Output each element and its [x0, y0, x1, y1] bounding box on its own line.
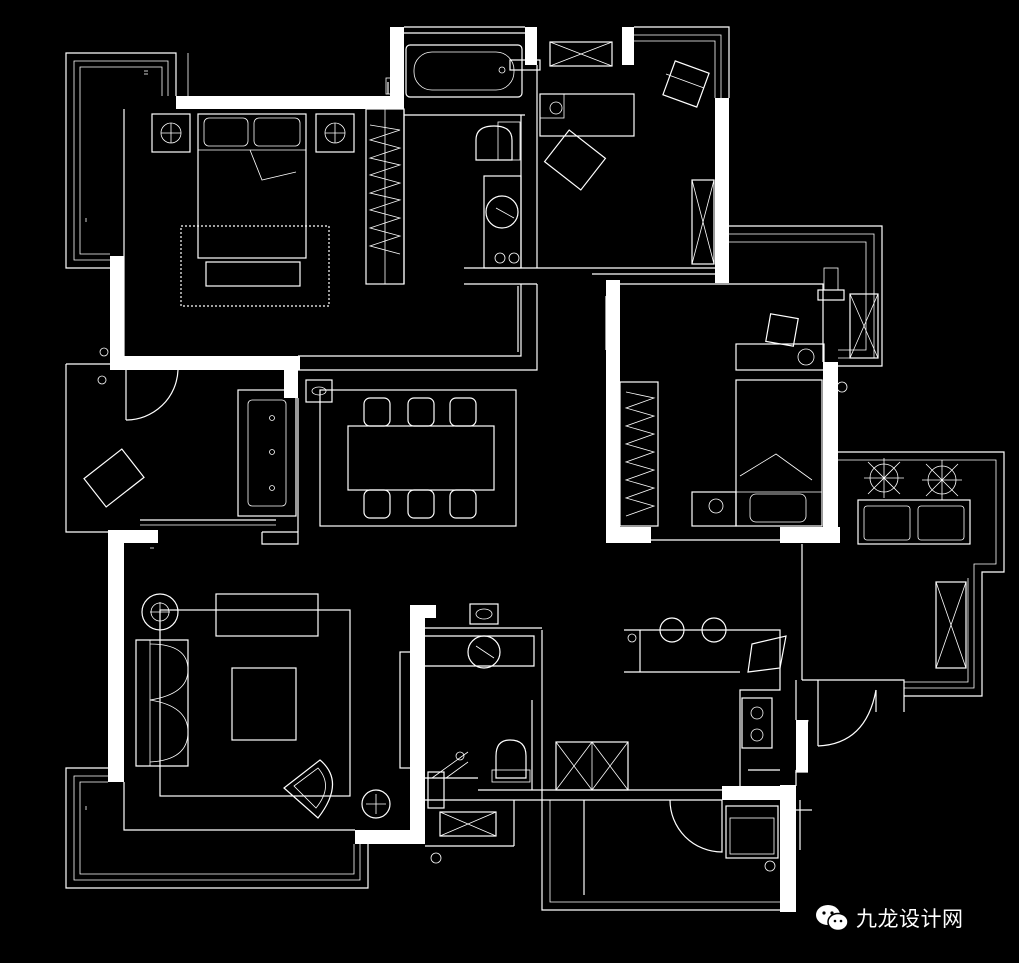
cabinet: [691, 179, 715, 265]
dining-room: [83, 347, 517, 527]
dining-rug: [319, 389, 517, 527]
washing-machine: [725, 805, 779, 859]
wechat-icon: [816, 905, 849, 932]
sink-2: [467, 635, 501, 669]
bedroom-2: [619, 267, 879, 527]
entry-door-swing: [817, 689, 877, 747]
plant-icon: [864, 458, 904, 498]
study-chair: [543, 129, 607, 191]
side-lamp: [361, 789, 391, 819]
entry: [795, 381, 877, 850]
outer-outlines: [65, 26, 1005, 911]
bay-area: [857, 458, 971, 669]
coffee-table: [231, 667, 297, 741]
bathroom-2: [427, 603, 531, 864]
kitchen: [555, 617, 787, 872]
watermark-text: 九龙设计网: [856, 907, 964, 931]
study-room: [539, 41, 715, 265]
toilet-2: [495, 739, 527, 779]
washer: [439, 811, 497, 837]
sofa: [135, 639, 189, 767]
wardrobe-b2: [619, 381, 659, 527]
master-bedroom: [151, 113, 355, 307]
living-room: [135, 593, 413, 819]
walls: [108, 27, 840, 912]
sideboard: [237, 389, 297, 517]
bench: [205, 261, 301, 287]
kitchen-sink: [747, 635, 787, 673]
interior-lines: [65, 65, 905, 801]
nightstand-b2: [691, 491, 737, 527]
tv-cabinet: [215, 593, 319, 637]
toilet-master: [475, 125, 513, 161]
master-bath: [385, 44, 541, 269]
double-bed: [197, 113, 307, 259]
tick-marks: [85, 70, 154, 810]
living-rug: [159, 609, 351, 797]
stove: [741, 697, 773, 749]
dining-chairs: [363, 397, 477, 519]
lounge-chair: [83, 448, 145, 508]
cabinet-bay: [935, 581, 967, 669]
watermark: 九龙设计网: [814, 903, 964, 933]
chair-b2: [765, 313, 799, 347]
wardrobe-master: [365, 108, 405, 285]
floor-lamp: [141, 593, 179, 631]
single-bed: [735, 379, 823, 527]
armchair: [662, 60, 710, 108]
desk: [539, 93, 635, 137]
cabinet-b2: [849, 293, 879, 359]
sink-master: [485, 195, 519, 229]
accent-chair: [283, 759, 334, 819]
nightstand-right: [315, 113, 355, 153]
rug: [180, 225, 330, 307]
bathtub: [405, 44, 523, 98]
door-swing: [125, 369, 179, 421]
dining-table: [347, 425, 495, 491]
ac-unit: [549, 41, 613, 67]
nightstand-left: [151, 113, 191, 153]
plant-icon: [922, 460, 962, 500]
